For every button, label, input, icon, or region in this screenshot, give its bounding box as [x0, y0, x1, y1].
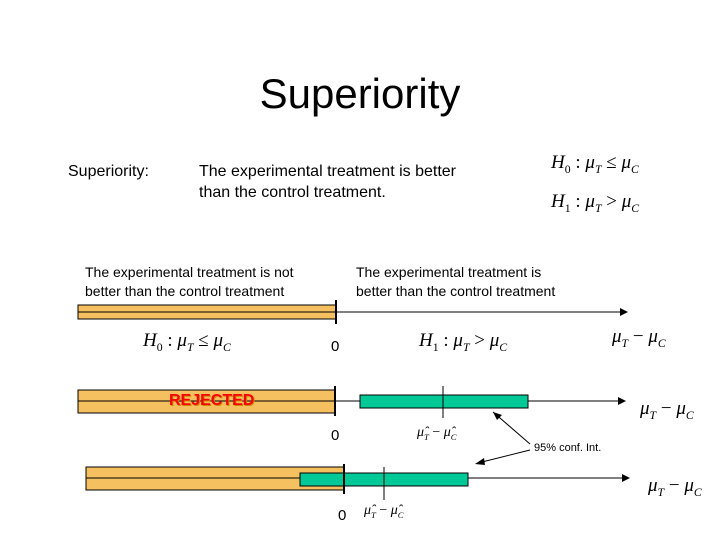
- ci-callout-arrowhead-down: [475, 458, 485, 465]
- hypothesis-h1-region: H1 : μT > μC: [419, 330, 508, 354]
- rejected-label: REJECTED: [169, 392, 255, 409]
- axis-label-1: μT − μC: [612, 326, 666, 350]
- hypothesis-h1-top: H1 : μT > μC: [551, 191, 640, 215]
- hypothesis-h0-region: H0 : μT ≤ μC: [143, 330, 231, 354]
- axis-arrowhead-1: [620, 308, 628, 316]
- zero-label-1: 0: [331, 338, 340, 355]
- hypothesis-h0-top: H0 : μT ≤ μC: [551, 152, 639, 176]
- ci-label: 95% conf. Int.: [534, 442, 602, 454]
- point-estimate-label-1: μ̂T − μ̂C: [417, 425, 457, 442]
- ci-callout-line-down: [477, 449, 531, 464]
- region-better-label: The experimental treatment is better tha…: [356, 264, 556, 299]
- definition-label: Superiority:: [68, 163, 149, 180]
- confidence-interval-superior: [359, 394, 529, 409]
- axis-label-2: μT − μC: [640, 398, 694, 422]
- definition-line-2: than the control treatment.: [199, 184, 386, 201]
- definition-line-1: The experimental treatment is better: [199, 163, 457, 180]
- axis-label-3: μT − μC: [648, 475, 702, 499]
- ci-callout-arrowhead-up: [493, 412, 502, 420]
- axis-arrowhead-3: [622, 474, 630, 482]
- axis-arrowhead-2: [618, 397, 626, 405]
- zero-label-3: 0: [338, 507, 347, 524]
- point-estimate-label-2: μ̂T − μ̂C: [364, 503, 404, 520]
- zero-label-2: 0: [331, 427, 340, 444]
- slide-title: Superiority: [259, 70, 461, 117]
- region-not-better-label: The experimental treatment is not better…: [85, 264, 294, 299]
